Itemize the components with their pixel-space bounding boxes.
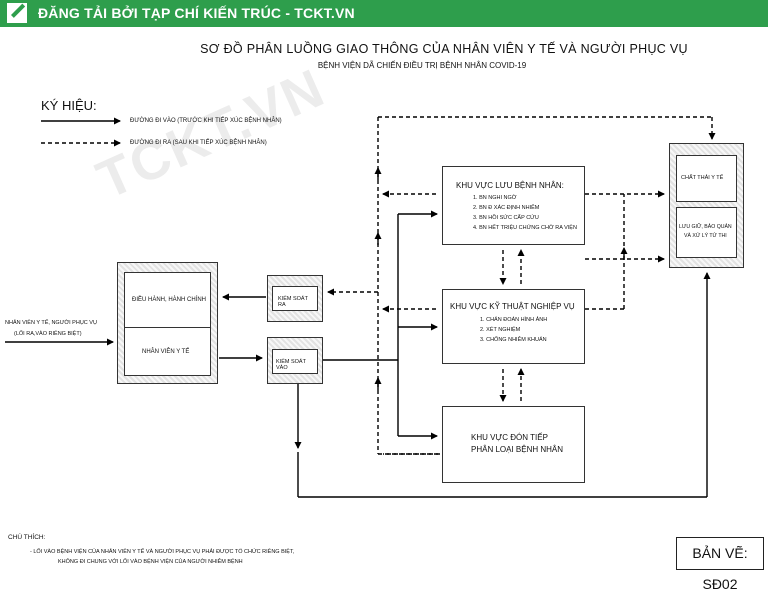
medical-waste-label: CHẤT THẢI Y TẾ	[681, 175, 724, 181]
control-in-box: KIỂM SOÁT VÀO	[272, 349, 318, 374]
technical-area-title: KHU VỰC KỸ THUẬT NGHIỆP VỤ	[450, 302, 575, 311]
patient-ward-title: KHU VỰC LƯU BỆNH NHÂN:	[456, 181, 564, 190]
admin-office-label: ĐIỀU HÀNH, HÀNH CHÍNH	[132, 297, 207, 303]
ward-item-2: 2. BN Đ XÁC ĐỊNH NHIỄM	[473, 205, 540, 211]
notes-text: - LỐI VÀO BỆNH VIỆN CỦA NHÂN VIÊN Y TẾ V…	[30, 547, 294, 567]
reception-line-2: PHÂN LOẠI BỆNH NHÂN	[471, 445, 564, 454]
ward-item-1: 1. BN NGHI NGỜ	[473, 195, 517, 201]
technical-area-box: KHU VỰC KỸ THUẬT NGHIỆP VỤ 1. CHẨN ĐOÁN …	[442, 289, 585, 364]
control-in-label: KIỂM SOÁT VÀO	[276, 359, 306, 371]
diagram-subtitle: BỆNH VIỆN DÃ CHIẾN ĐIỀU TRỊ BỆNH NHÂN CO…	[317, 61, 527, 70]
ward-item-3: 3. BN HỒI SỨC CẤP CỨU	[473, 215, 539, 221]
notes-line-1: - LỐI VÀO BỆNH VIỆN CỦA NHÂN VIÊN Y TẾ V…	[30, 549, 295, 555]
legend-entry-out: ĐƯỜNG ĐI RA (SAU KHI TIẾP XÚC BỆNH NHÂN)	[130, 140, 267, 146]
admin-office-box: ĐIỀU HÀNH, HÀNH CHÍNH	[124, 272, 211, 328]
staff-box: NHÂN VIÊN Y TẾ	[124, 327, 211, 376]
legend-title: KÝ HIỆU:	[41, 98, 97, 113]
medical-waste-box: CHẤT THẢI Y TẾ	[676, 155, 737, 202]
morgue-label-1: LƯU GIỮ, BẢO QUẢN	[679, 224, 732, 230]
staff-label: NHÂN VIÊN Y TẾ	[142, 349, 190, 355]
control-in-block: KIỂM SOÁT VÀO	[267, 337, 323, 384]
banner-text: ĐĂNG TẢI BỞI TẠP CHÍ KIẾN TRÚC - TCKT.VN	[38, 5, 355, 21]
tech-item-3: 3. CHỐNG NHIỄM KHUẨN	[480, 337, 547, 343]
legend-entry-in: ĐƯỜNG ĐI VÀO (TRƯỚC KHI TIẾP XÚC BỆNH NH…	[130, 118, 282, 124]
control-out-label: KIỂM SOÁT RA	[278, 296, 308, 308]
entrance-label: NHÂN VIÊN Y TẾ, NGƯỜI PHỤC VỤ	[5, 320, 97, 326]
ward-item-4: 4. BN HẾT TRIỆU CHỨNG CHỜ RA VIỆN	[473, 225, 577, 231]
morgue-box: LƯU GIỮ, BẢO QUẢN VÀ XỬ LÝ TỬ THI	[676, 207, 737, 258]
reception-line-1: KHU VỰC ĐÓN TIẾP	[471, 433, 548, 442]
flow-arrows	[5, 116, 716, 498]
entrance-note: (LỐI RA,VÀO RIÊNG BIỆT)	[14, 331, 82, 337]
reception-area-box: KHU VỰC ĐÓN TIẾP PHÂN LOẠI BỆNH NHÂN	[442, 406, 585, 483]
logo-icon	[7, 3, 27, 23]
drawing-number: BẢN VẼ: SĐ02	[676, 537, 764, 592]
notes-label: CHÚ THÍCH:	[8, 534, 46, 541]
control-out-box: KIỂM SOÁT RA	[272, 286, 318, 311]
notes-line-2: KHÔNG ĐI CHUNG VỚI LỐI VÀO BỆNH VIỆN CỦA…	[58, 559, 243, 565]
tech-item-1: 1. CHẨN ĐOÁN HÌNH ẢNH	[480, 317, 548, 323]
control-out-block: KIỂM SOÁT RA	[267, 275, 323, 322]
tech-item-2: 2. XÉT NGHIỆM	[480, 327, 521, 333]
patient-ward-box: KHU VỰC LƯU BỆNH NHÂN: 1. BN NGHI NGỜ 2.…	[442, 166, 585, 245]
diagram-title: SƠ ĐỒ PHÂN LUỒNG GIAO THÔNG CỦA NHÂN VIÊ…	[200, 42, 688, 56]
top-banner: ĐĂNG TẢI BỞI TẠP CHÍ KIẾN TRÚC - TCKT.VN	[0, 0, 768, 27]
morgue-label-2: VÀ XỬ LÝ TỬ THI	[684, 233, 727, 239]
